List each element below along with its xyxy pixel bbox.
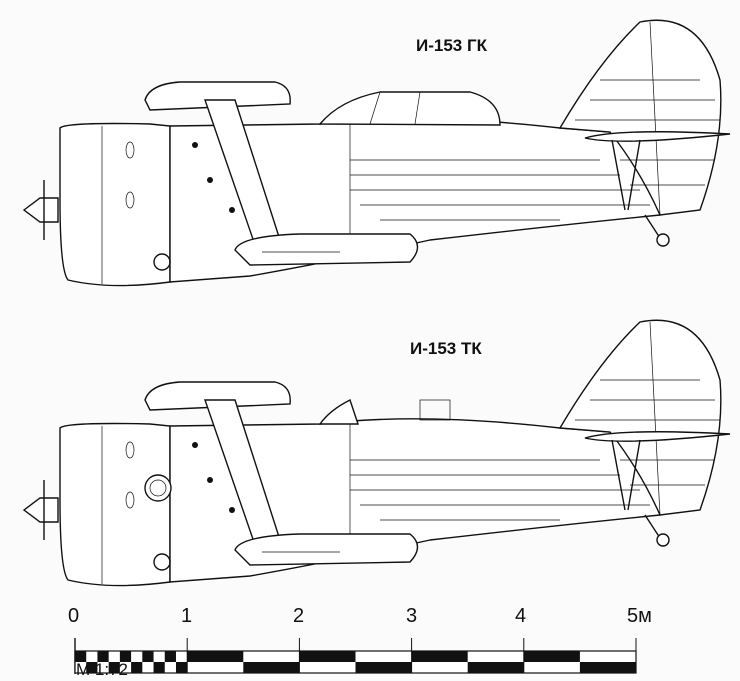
scale-tick-2: 2 bbox=[293, 605, 305, 627]
scale-check bbox=[142, 651, 154, 662]
scale-tick-5: 5м bbox=[627, 605, 652, 627]
scale-segment bbox=[355, 662, 412, 673]
drawing-title-tk: И-153 ТК bbox=[410, 339, 482, 358]
scale-check bbox=[108, 662, 120, 673]
scale-check bbox=[75, 651, 87, 662]
scale-check bbox=[175, 662, 188, 673]
scale-segment bbox=[579, 662, 636, 673]
drawing-i153-tk bbox=[23, 319, 731, 587]
scale-check bbox=[86, 662, 98, 673]
scale-check bbox=[164, 651, 176, 662]
scale-segment bbox=[411, 651, 468, 662]
scale-label: М 1:72 bbox=[76, 660, 128, 679]
scale-check bbox=[153, 662, 165, 673]
scale-check bbox=[131, 662, 143, 673]
scale-segment bbox=[467, 662, 524, 673]
scale-check bbox=[97, 651, 109, 662]
drawing-i153-gk bbox=[23, 19, 731, 287]
scale-segment bbox=[299, 651, 356, 662]
scale-segment bbox=[523, 651, 580, 662]
drawing-title-gk: И-153 ГК bbox=[416, 36, 487, 55]
scale-segment bbox=[243, 662, 300, 673]
scale-tick-1: 1 bbox=[181, 605, 193, 627]
scale-check bbox=[119, 651, 132, 662]
scale-bar bbox=[74, 638, 637, 674]
scale-tick-0: 0 bbox=[68, 605, 80, 627]
scale-tick-4: 4 bbox=[515, 605, 527, 627]
scale-segment bbox=[187, 651, 244, 662]
scale-tick-3: 3 bbox=[406, 605, 418, 627]
